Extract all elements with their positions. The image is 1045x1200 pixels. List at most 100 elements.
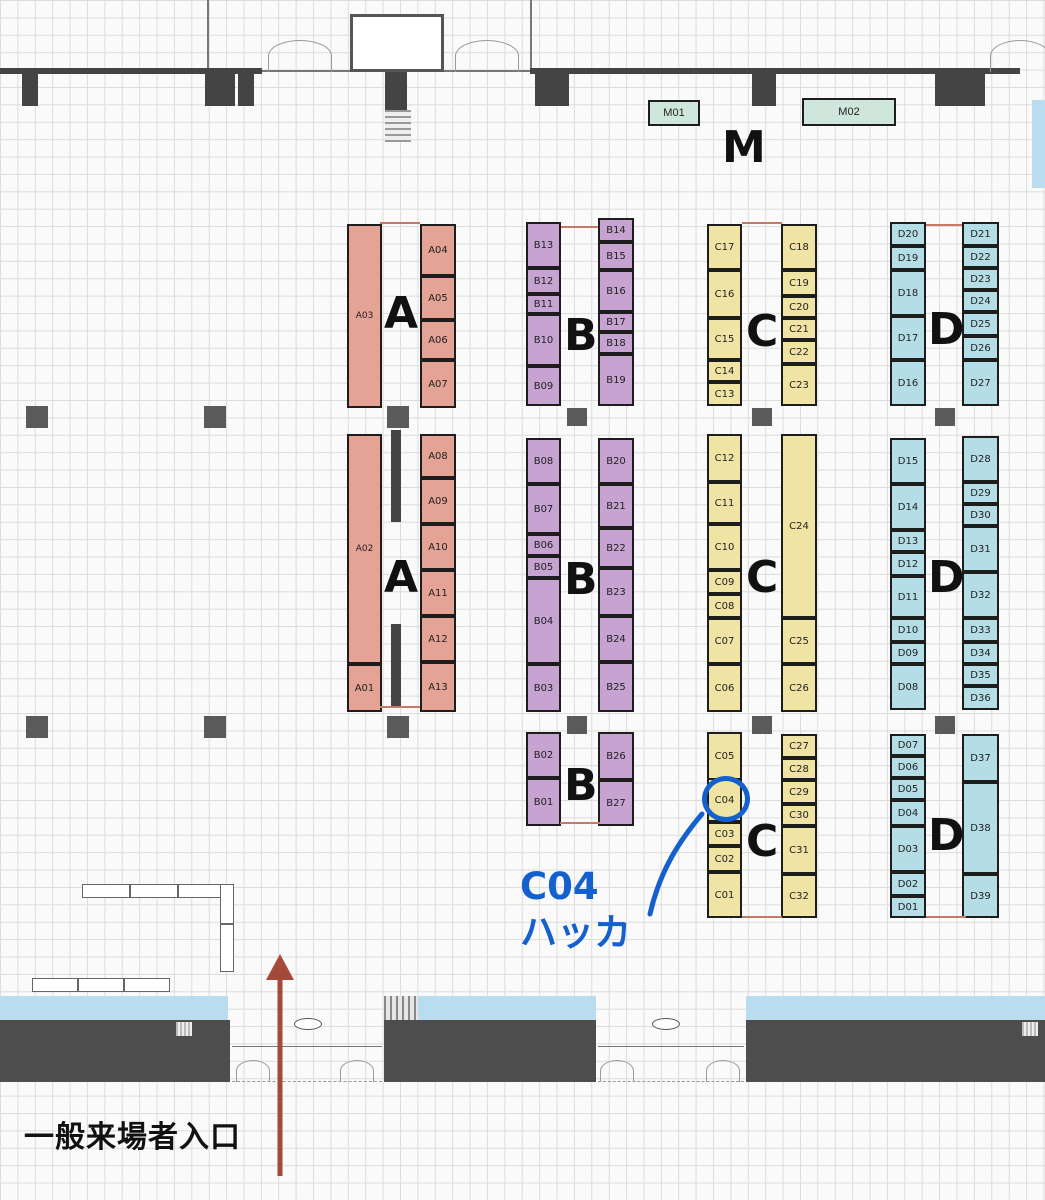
booth-c11[interactable]: C11 bbox=[707, 482, 742, 524]
booth-c01[interactable]: C01 bbox=[707, 872, 742, 918]
booth-d27[interactable]: D27 bbox=[962, 360, 999, 406]
booth-b20[interactable]: B20 bbox=[598, 438, 634, 484]
booth-d26[interactable]: D26 bbox=[962, 336, 999, 360]
booth-c20[interactable]: C20 bbox=[781, 296, 817, 318]
booth-d18[interactable]: D18 bbox=[890, 270, 926, 316]
booth-c27[interactable]: C27 bbox=[781, 734, 817, 758]
booth-c14[interactable]: C14 bbox=[707, 360, 742, 382]
booth-c26[interactable]: C26 bbox=[781, 664, 817, 712]
booth-d05[interactable]: D05 bbox=[890, 778, 926, 800]
booth-d06[interactable]: D06 bbox=[890, 756, 926, 778]
booth-c07[interactable]: C07 bbox=[707, 618, 742, 664]
booth-a07[interactable]: A07 bbox=[420, 360, 456, 408]
booth-b14[interactable]: B14 bbox=[598, 218, 634, 242]
booth-b05[interactable]: B05 bbox=[526, 556, 561, 578]
booth-a06[interactable]: A06 bbox=[420, 320, 456, 360]
booth-c22[interactable]: C22 bbox=[781, 340, 817, 364]
booth-c08[interactable]: C08 bbox=[707, 594, 742, 618]
booth-a03[interactable]: A03 bbox=[347, 224, 382, 408]
booth-m02[interactable]: M02 bbox=[802, 98, 896, 126]
booth-d09[interactable]: D09 bbox=[890, 642, 926, 664]
booth-b06[interactable]: B06 bbox=[526, 534, 561, 556]
booth-d34[interactable]: D34 bbox=[962, 642, 999, 664]
booth-b21[interactable]: B21 bbox=[598, 484, 634, 528]
booth-d35[interactable]: D35 bbox=[962, 664, 999, 686]
booth-d11[interactable]: D11 bbox=[890, 576, 926, 618]
booth-d08[interactable]: D08 bbox=[890, 664, 926, 710]
booth-d32[interactable]: D32 bbox=[962, 572, 999, 618]
booth-d37[interactable]: D37 bbox=[962, 734, 999, 782]
booth-c23[interactable]: C23 bbox=[781, 364, 817, 406]
booth-c30[interactable]: C30 bbox=[781, 804, 817, 826]
booth-a10[interactable]: A10 bbox=[420, 524, 456, 570]
booth-d15[interactable]: D15 bbox=[890, 438, 926, 484]
booth-b02[interactable]: B02 bbox=[526, 732, 561, 778]
booth-d28[interactable]: D28 bbox=[962, 436, 999, 482]
booth-b22[interactable]: B22 bbox=[598, 528, 634, 568]
booth-d21[interactable]: D21 bbox=[962, 222, 999, 246]
booth-d20[interactable]: D20 bbox=[890, 222, 926, 246]
booth-c19[interactable]: C19 bbox=[781, 270, 817, 296]
booth-b11[interactable]: B11 bbox=[526, 294, 561, 314]
booth-c03[interactable]: C03 bbox=[707, 822, 742, 846]
booth-d24[interactable]: D24 bbox=[962, 290, 999, 312]
booth-d16[interactable]: D16 bbox=[890, 360, 926, 406]
booth-b10[interactable]: B10 bbox=[526, 314, 561, 366]
booth-d31[interactable]: D31 bbox=[962, 526, 999, 572]
booth-c02[interactable]: C02 bbox=[707, 846, 742, 872]
booth-d33[interactable]: D33 bbox=[962, 618, 999, 642]
booth-d10[interactable]: D10 bbox=[890, 618, 926, 642]
booth-b19[interactable]: B19 bbox=[598, 354, 634, 406]
booth-b12[interactable]: B12 bbox=[526, 268, 561, 294]
booth-d39[interactable]: D39 bbox=[962, 874, 999, 918]
booth-b04[interactable]: B04 bbox=[526, 578, 561, 664]
booth-a11[interactable]: A11 bbox=[420, 570, 456, 616]
booth-c28[interactable]: C28 bbox=[781, 758, 817, 780]
booth-m01[interactable]: M01 bbox=[648, 100, 700, 126]
booth-d02[interactable]: D02 bbox=[890, 872, 926, 896]
booth-d30[interactable]: D30 bbox=[962, 504, 999, 526]
booth-b01[interactable]: B01 bbox=[526, 778, 561, 826]
booth-a01[interactable]: A01 bbox=[347, 664, 382, 712]
booth-a04[interactable]: A04 bbox=[420, 224, 456, 276]
booth-d23[interactable]: D23 bbox=[962, 268, 999, 290]
booth-b03[interactable]: B03 bbox=[526, 664, 561, 712]
booth-d07[interactable]: D07 bbox=[890, 734, 926, 756]
booth-b15[interactable]: B15 bbox=[598, 242, 634, 270]
booth-c32[interactable]: C32 bbox=[781, 874, 817, 918]
booth-d17[interactable]: D17 bbox=[890, 316, 926, 360]
booth-b23[interactable]: B23 bbox=[598, 568, 634, 616]
booth-c18[interactable]: C18 bbox=[781, 224, 817, 270]
booth-d04[interactable]: D04 bbox=[890, 800, 926, 826]
booth-d25[interactable]: D25 bbox=[962, 312, 999, 336]
booth-b13[interactable]: B13 bbox=[526, 222, 561, 268]
booth-b09[interactable]: B09 bbox=[526, 366, 561, 406]
booth-d29[interactable]: D29 bbox=[962, 482, 999, 504]
booth-c24[interactable]: C24 bbox=[781, 434, 817, 618]
booth-c05[interactable]: C05 bbox=[707, 732, 742, 778]
booth-b17[interactable]: B17 bbox=[598, 312, 634, 332]
booth-b08[interactable]: B08 bbox=[526, 438, 561, 484]
booth-c13[interactable]: C13 bbox=[707, 382, 742, 406]
booth-c31[interactable]: C31 bbox=[781, 826, 817, 874]
booth-a05[interactable]: A05 bbox=[420, 276, 456, 320]
booth-c09[interactable]: C09 bbox=[707, 570, 742, 594]
booth-c15[interactable]: C15 bbox=[707, 318, 742, 360]
booth-b27[interactable]: B27 bbox=[598, 780, 634, 826]
booth-a09[interactable]: A09 bbox=[420, 478, 456, 524]
booth-d14[interactable]: D14 bbox=[890, 484, 926, 530]
booth-b25[interactable]: B25 bbox=[598, 662, 634, 712]
booth-a08[interactable]: A08 bbox=[420, 434, 456, 478]
booth-d38[interactable]: D38 bbox=[962, 782, 999, 874]
booth-b16[interactable]: B16 bbox=[598, 270, 634, 312]
booth-b07[interactable]: B07 bbox=[526, 484, 561, 534]
booth-c29[interactable]: C29 bbox=[781, 780, 817, 804]
booth-d22[interactable]: D22 bbox=[962, 246, 999, 268]
booth-a12[interactable]: A12 bbox=[420, 616, 456, 662]
booth-a13[interactable]: A13 bbox=[420, 662, 456, 712]
booth-b26[interactable]: B26 bbox=[598, 732, 634, 780]
booth-c25[interactable]: C25 bbox=[781, 618, 817, 664]
booth-c21[interactable]: C21 bbox=[781, 318, 817, 340]
booth-d19[interactable]: D19 bbox=[890, 246, 926, 270]
booth-c16[interactable]: C16 bbox=[707, 270, 742, 318]
